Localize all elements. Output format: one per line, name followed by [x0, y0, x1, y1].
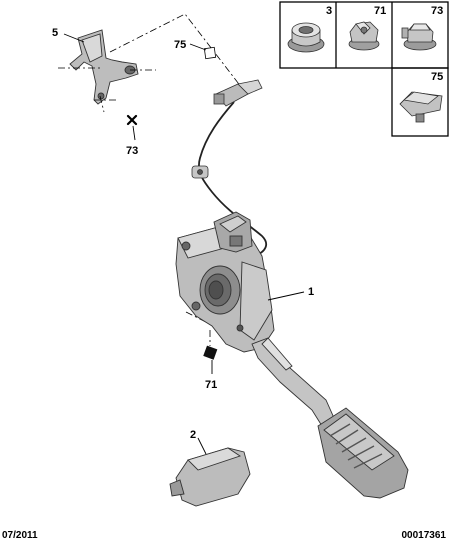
clip-75-marker: [203, 46, 217, 60]
inset-part-71-nut-icon: [348, 21, 380, 51]
fastener-71-marker: [203, 345, 218, 360]
wire-harness: [198, 101, 268, 257]
callout-75: 75: [174, 39, 186, 51]
pedal-arm: [251, 337, 335, 427]
callout-71: 71: [205, 379, 217, 391]
pedal-sensor-housing: [175, 211, 275, 353]
callout-1: 1: [308, 286, 314, 298]
inset-part-3-nut-icon: [287, 22, 325, 53]
parts-inset-table: [279, 1, 449, 137]
callout-leaders: [63, 33, 305, 455]
inset-label-73: 73: [431, 5, 443, 17]
callout-5: 5: [52, 27, 58, 39]
bracket-part-5: [69, 29, 139, 105]
footer-reference: 00017361: [401, 530, 447, 541]
callout-73: 73: [126, 145, 138, 157]
inset-label-75: 75: [431, 71, 443, 83]
fastener-73-marker: [126, 114, 138, 126]
inset-label-71: 71: [374, 5, 386, 17]
inset-label-3: 3: [326, 5, 332, 17]
inset-part-73-bolt-icon: [401, 23, 437, 51]
cover-part-2: [169, 447, 251, 507]
harness-connector: [213, 79, 263, 107]
inset-part-75-clip-icon: [399, 91, 443, 123]
footer-date: 07/2011: [2, 530, 38, 541]
pedal-pad: [317, 407, 409, 499]
harness-clip: [191, 165, 209, 179]
callout-2: 2: [190, 429, 196, 441]
